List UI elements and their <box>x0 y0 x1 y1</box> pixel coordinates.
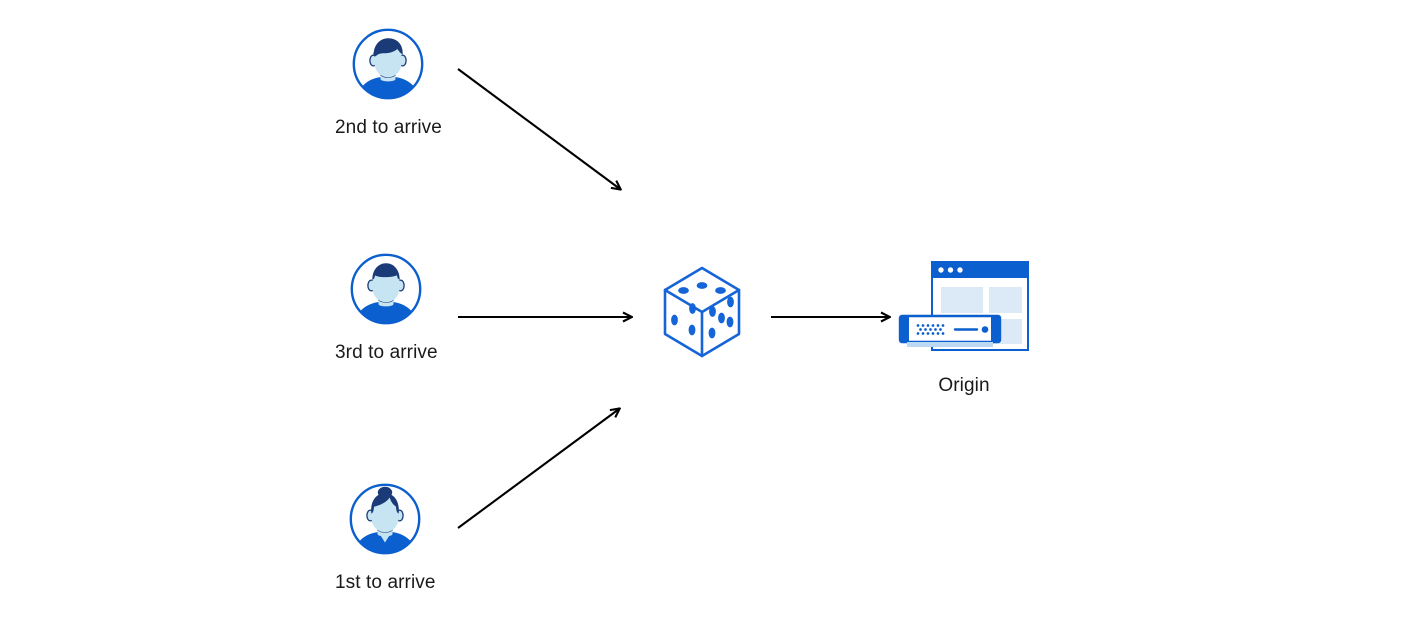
node-origin[interactable]: Origin <box>897 260 1031 395</box>
user-avatar-icon <box>351 27 425 101</box>
server-device-icon <box>898 314 1002 347</box>
node-label-user-2nd: 2nd to arrive <box>335 117 442 138</box>
node-randomizer-dice[interactable] <box>659 264 745 360</box>
arrow-user-1st-to-dice <box>457 409 619 529</box>
dice-cube-icon <box>659 264 745 360</box>
node-user-2nd[interactable]: 2nd to arrive <box>335 27 442 137</box>
node-user-1st[interactable]: 1st to arrive <box>335 482 436 592</box>
origin-server-browser-icon <box>897 260 1031 358</box>
node-label-user-1st: 1st to arrive <box>335 572 436 593</box>
user-avatar-icon <box>349 252 423 326</box>
node-user-3rd[interactable]: 3rd to arrive <box>335 252 438 362</box>
user-avatar-icon <box>348 482 422 556</box>
node-label-user-3rd: 3rd to arrive <box>335 342 438 363</box>
node-label-origin: Origin <box>938 375 990 396</box>
arrow-user-2nd-to-dice <box>457 68 620 189</box>
